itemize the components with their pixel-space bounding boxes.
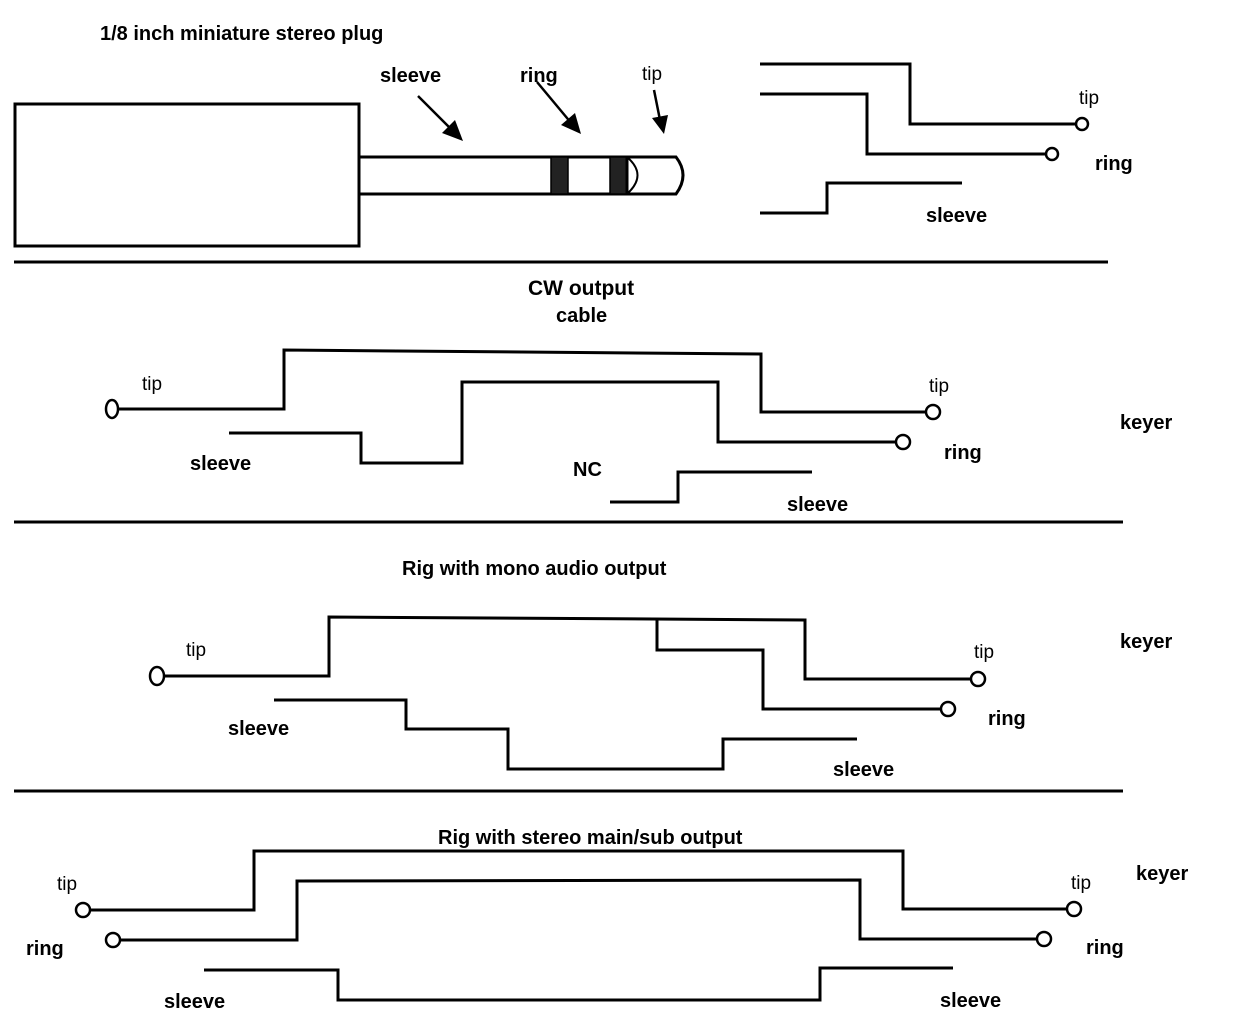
plug-tip-label: tip bbox=[642, 64, 662, 85]
mono-title: Rig with mono audio output bbox=[402, 558, 667, 580]
ring-arrowhead bbox=[561, 113, 581, 134]
cw-right-tip-terminal bbox=[924, 403, 942, 421]
cw-keyer-label: keyer bbox=[1120, 412, 1172, 434]
tip-insulator-band bbox=[609, 156, 628, 195]
mono-right-tip-terminal bbox=[969, 670, 987, 688]
stereo-section: Rig with stereo main/sub output tip ring… bbox=[26, 827, 1188, 1013]
schematic-tip-wire bbox=[760, 62, 1076, 126]
cw-right-ring-label: ring bbox=[944, 442, 982, 464]
schematic-tip-label: tip bbox=[1079, 88, 1099, 109]
stereo-right-ring-terminal bbox=[1035, 930, 1053, 948]
mono-left-tip-label: tip bbox=[186, 640, 206, 661]
schematic-ring-terminal bbox=[1044, 146, 1060, 162]
cw-output-subtitle: cable bbox=[556, 305, 607, 327]
schematic-tip-terminal bbox=[1074, 116, 1090, 132]
mono-tip-wire bbox=[164, 615, 972, 681]
schematic-ring-wire bbox=[760, 92, 1046, 156]
stereo-left-tip-label: tip bbox=[57, 874, 77, 895]
stereo-left-sleeve-label: sleeve bbox=[164, 991, 225, 1013]
tip-arrow bbox=[652, 89, 662, 121]
cw-right-sleeve-wire bbox=[610, 470, 812, 504]
stereo-title: Rig with stereo main/sub output bbox=[438, 827, 743, 849]
cw-output-title: CW output bbox=[528, 277, 634, 300]
sleeve-arrowhead bbox=[442, 120, 463, 141]
plug-section: 1/8 inch miniature stereo plug sleeve ri… bbox=[13, 23, 1133, 248]
stereo-sleeve-wire bbox=[204, 966, 953, 1002]
tip-arrowhead bbox=[652, 115, 668, 134]
stereo-left-ring-label: ring bbox=[26, 938, 64, 960]
mono-left-sleeve-label: sleeve bbox=[228, 718, 289, 740]
stereo-left-ring-terminal bbox=[104, 931, 122, 949]
mono-ring-bridge-wire bbox=[655, 620, 942, 711]
cw-right-ring-terminal bbox=[894, 433, 912, 451]
plug-shaft bbox=[357, 155, 629, 196]
mono-section: Rig with mono audio output tip sleeve ti… bbox=[148, 558, 1172, 781]
plug-body bbox=[13, 102, 361, 248]
sleeve-arrow bbox=[417, 95, 453, 131]
cw-left-tip-label: tip bbox=[142, 374, 162, 395]
cw-sleeve-to-ring-wire bbox=[229, 380, 897, 465]
stereo-ring-wire bbox=[120, 878, 1038, 942]
schematic-sleeve-label: sleeve bbox=[926, 205, 987, 227]
ring-arrow bbox=[536, 81, 573, 125]
mono-right-ring-terminal bbox=[939, 700, 957, 718]
mono-sleeve-wire bbox=[274, 698, 857, 771]
mono-right-sleeve-label: sleeve bbox=[833, 759, 894, 781]
stereo-right-sleeve-label: sleeve bbox=[940, 990, 1001, 1012]
mono-right-tip-label: tip bbox=[974, 642, 994, 663]
cw-right-sleeve-label: sleeve bbox=[787, 494, 848, 516]
stereo-right-ring-label: ring bbox=[1086, 937, 1124, 959]
cw-tip-wire bbox=[118, 348, 927, 414]
cw-left-sleeve-label: sleeve bbox=[190, 453, 251, 475]
schematic-ring-label: ring bbox=[1095, 153, 1133, 175]
cw-output-section: CW output cable tip sleeve NC tip ring s… bbox=[104, 277, 1172, 516]
stereo-tip-wire bbox=[90, 849, 1068, 912]
cw-right-tip-label: tip bbox=[929, 376, 949, 397]
plug-title: 1/8 inch miniature stereo plug bbox=[100, 23, 383, 45]
stereo-right-tip-terminal bbox=[1065, 900, 1083, 918]
schematic-sleeve-wire bbox=[760, 181, 962, 215]
stereo-keyer-label: keyer bbox=[1136, 863, 1188, 885]
stereo-left-tip-terminal bbox=[74, 901, 92, 919]
cw-left-tip-terminal bbox=[104, 398, 120, 420]
mono-right-ring-label: ring bbox=[988, 708, 1026, 730]
ring-insulator-band bbox=[550, 156, 569, 195]
plug-sleeve-label: sleeve bbox=[380, 65, 441, 87]
stereo-right-tip-label: tip bbox=[1071, 873, 1091, 894]
mono-left-tip-terminal bbox=[148, 665, 166, 687]
plug-tip bbox=[625, 155, 685, 196]
cw-nc-label: NC bbox=[573, 459, 602, 481]
mono-keyer-label: keyer bbox=[1120, 631, 1172, 653]
plug-ring-label: ring bbox=[520, 65, 558, 87]
